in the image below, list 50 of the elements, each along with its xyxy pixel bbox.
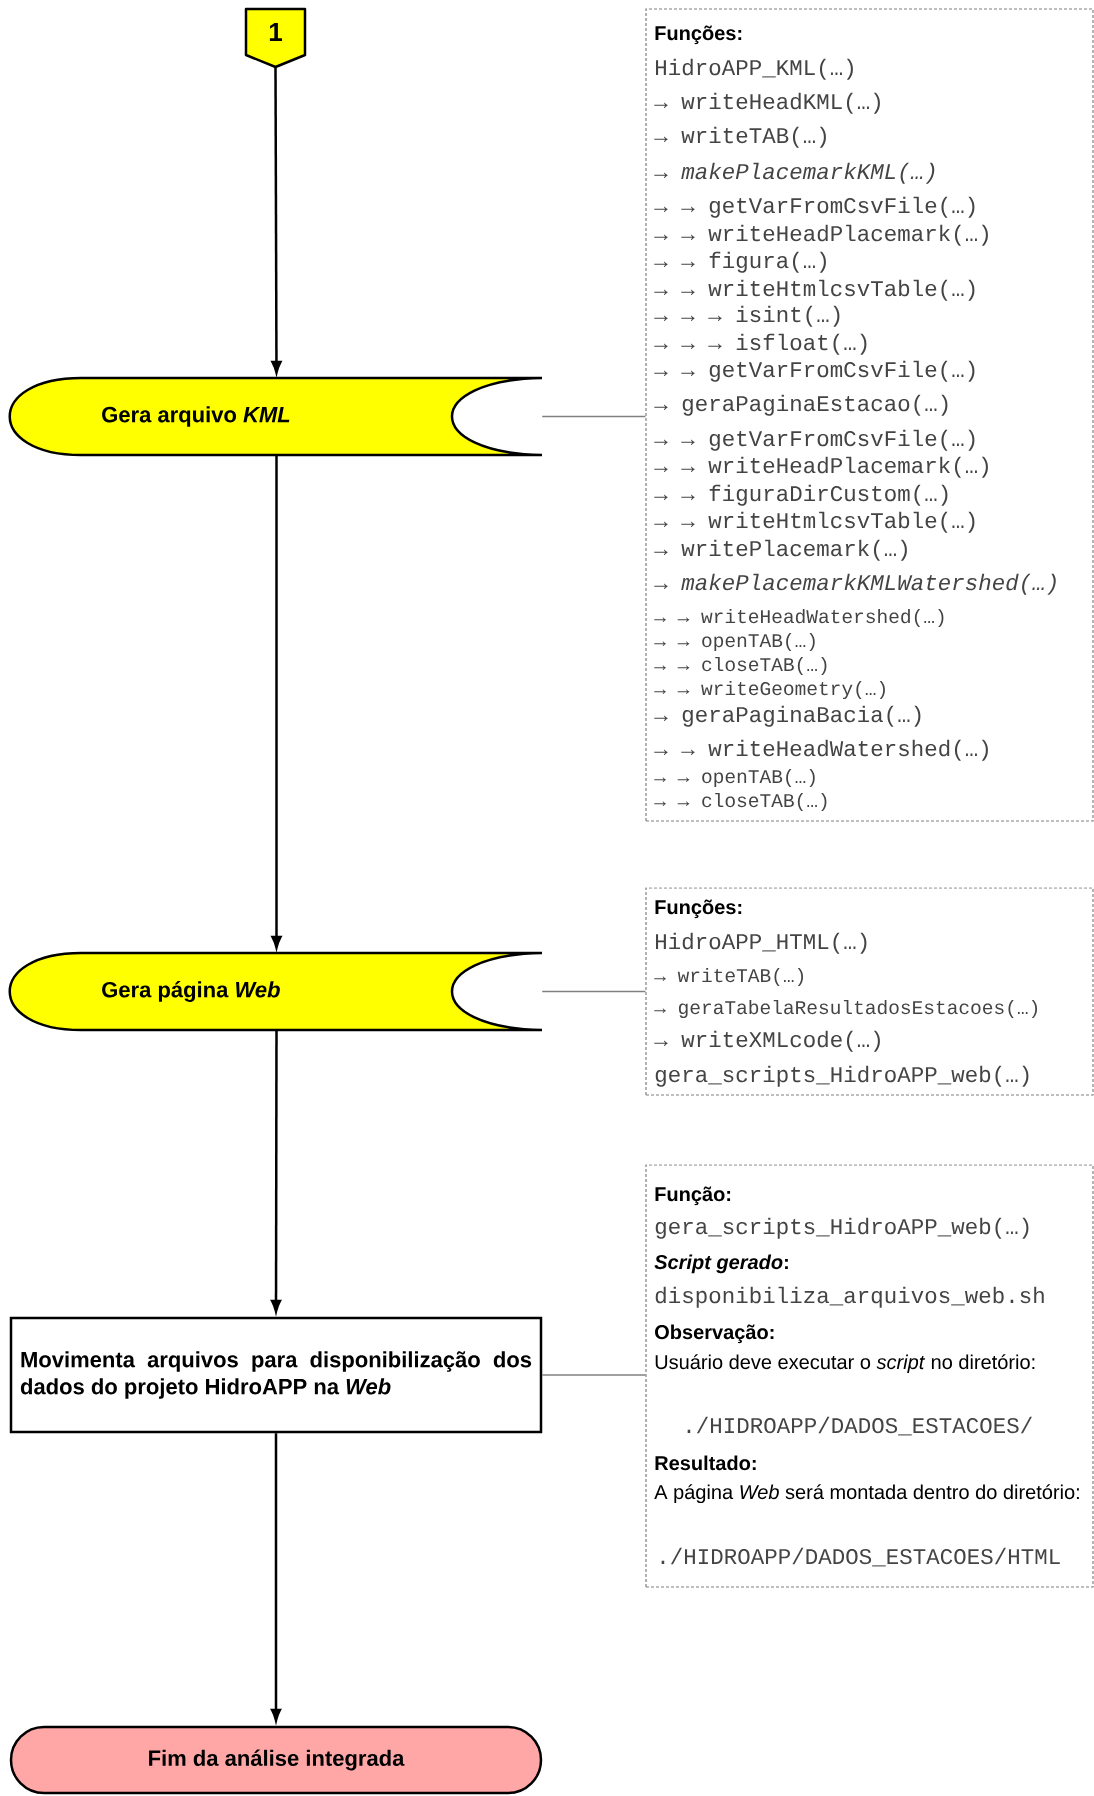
function-name: → → writeHtmlcsvTable(…)	[654, 279, 975, 301]
function-name: ./HIDROAPP/DADOS_ESTACOES/	[687, 1416, 1032, 1436]
function-name: → → writeHeadPlacemark(…)	[654, 224, 988, 246]
function-name: → → figura(…)	[654, 251, 826, 273]
function-name: HidroAPP_KML(…)	[656, 58, 853, 80]
function-name: → → getVarFromCsvFile(…)	[654, 429, 975, 451]
function-name: ./HIDROAPP/DADOS_ESTACOES/HTML	[661, 1547, 1060, 1567]
panel-heading: Observação:	[655, 1324, 774, 1344]
function-name: disponibiliza_arquivos_web.sh	[655, 1286, 1044, 1308]
function-panel	[645, 887, 1094, 1096]
function-name: → → writeGeometry(…)	[654, 680, 885, 700]
function-name: → → closeTAB(…)	[654, 656, 827, 676]
note-text: Usuário deve executar o script no diretório:	[655, 1354, 1035, 1374]
connector-line	[541, 1374, 647, 1376]
function-name: → geraPaginaEstacao(…)	[654, 394, 948, 416]
panel-heading: Funções:	[655, 25, 742, 45]
function-name: → → → isint(…)	[654, 305, 840, 327]
panel-heading: Resultado:	[655, 1455, 756, 1471]
function-name: → → writeHeadWatershed(…)	[654, 608, 944, 628]
function-name: → writePlacemark(…)	[654, 539, 907, 561]
note-text: A página Web será montada dentro do diretório:	[654, 1484, 1079, 1504]
function-panel	[645, 1164, 1094, 1588]
connector-line	[541, 415, 647, 418]
function-name: → geraPaginaBacia(…)	[654, 705, 921, 727]
function-name: → → getVarFromCsvFile(…)	[654, 196, 975, 218]
function-panel	[645, 8, 1094, 822]
function-name: → → writeHeadWatershed(…)	[654, 739, 988, 761]
function-name: → writeXMLcode(…)	[654, 1030, 880, 1052]
function-name: → writeTAB(…)	[654, 967, 803, 987]
function-name: → geraTabelaResultadosEstacoes(…)	[654, 999, 1037, 1019]
panel-heading: Script gerado:	[654, 1254, 788, 1274]
panel-heading: Funções:	[655, 899, 742, 919]
connector-line	[541, 990, 647, 993]
function-name: → → closeTAB(…)	[654, 792, 827, 812]
function-name: → → writeHeadPlacemark(…)	[654, 456, 988, 478]
function-name: HidroAPP_HTML(…)	[656, 932, 867, 954]
panel-heading: Função:	[655, 1186, 731, 1206]
function-name: → makePlacemarkKML(…)	[654, 162, 935, 184]
function-name: → makePlacemarkKMLWatershed(…)	[654, 573, 1056, 595]
function-name: → writeTAB(…)	[654, 126, 826, 148]
function-name: → → figuraDirCustom(…)	[654, 484, 948, 506]
function-name: → → → isfloat(…)	[654, 333, 867, 355]
function-name: → → getVarFromCsvFile(…)	[654, 360, 975, 382]
function-name: → → writeHtmlcsvTable(…)	[654, 511, 975, 533]
function-name: gera_scripts_HidroAPP_web(…)	[655, 1065, 1029, 1087]
function-name: → → openTAB(…)	[654, 768, 815, 788]
function-name: → writeHeadKML(…)	[654, 92, 880, 114]
process-box: Movimenta arquivos para disponibilização dos dados do projeto HidroAPP na Web	[9, 1316, 543, 1434]
function-name: → → openTAB(…)	[654, 632, 815, 652]
function-name: gera_scripts_HidroAPP_web(…)	[655, 1217, 1029, 1239]
